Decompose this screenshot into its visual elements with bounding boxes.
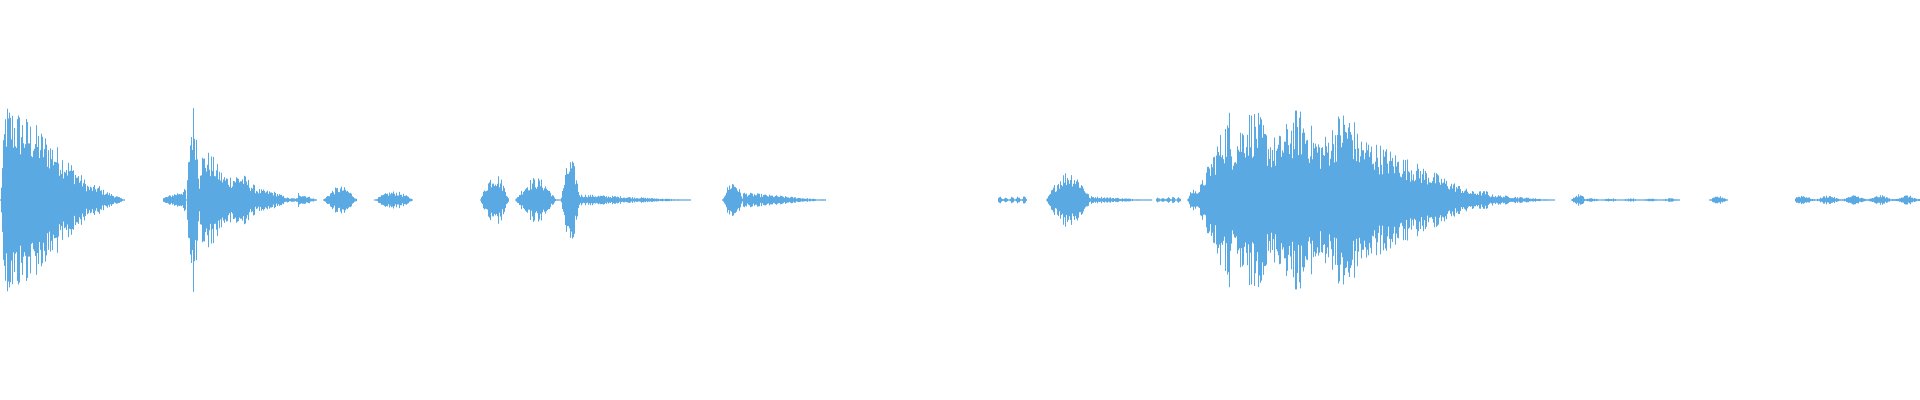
waveform-samples bbox=[0, 108, 1920, 292]
waveform-path bbox=[0, 108, 1920, 292]
